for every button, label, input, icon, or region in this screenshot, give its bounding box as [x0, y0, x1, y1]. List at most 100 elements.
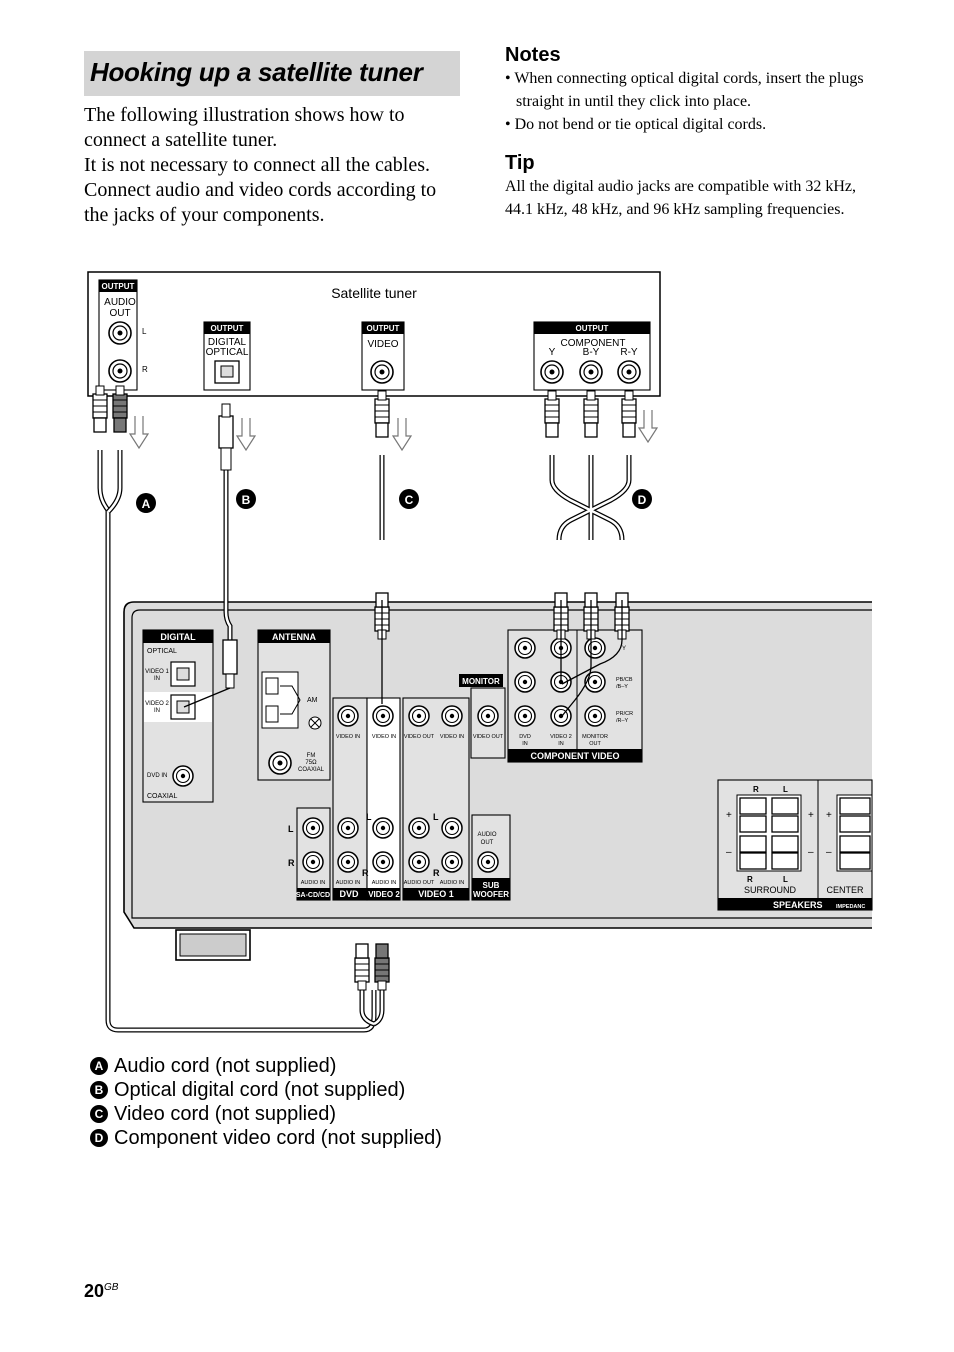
marker-a-badge: [136, 493, 156, 513]
l-label: L: [142, 327, 147, 336]
audio-cord-a-branch2-core: [360, 990, 375, 1026]
optical-cord-b-core: [224, 465, 232, 640]
marker-c-text: C: [405, 493, 414, 507]
output-tag: [534, 322, 650, 334]
video1-video-in-jack: [441, 705, 463, 727]
component-cord-d-core: [550, 455, 624, 541]
spk-plus-text: +: [808, 810, 814, 821]
video-in-text: VIDEO IN: [440, 734, 464, 740]
video1-text: VIDEO 1: [418, 889, 454, 899]
video1-audio-out-l-jack: [408, 817, 430, 839]
video-label: VIDEO: [367, 339, 398, 350]
speaker-terminal-slot: [839, 835, 871, 853]
receiver-inner-edge: [131, 609, 872, 919]
optical-jack-inner: [176, 667, 190, 681]
legend-item: D Component video cord (not supplied): [90, 1126, 442, 1150]
spk-plus-text: +: [826, 810, 832, 821]
dvd-pb-jack: [514, 671, 536, 693]
fm-jack: [268, 751, 292, 775]
monitor-video-out-jack: [477, 705, 499, 727]
page-number: 20GB: [84, 1281, 118, 1302]
optical-plug-b-top: [218, 415, 234, 449]
audio-out-label: OUT: [109, 308, 130, 319]
comp-monitor-text: OUT: [589, 741, 601, 747]
legend-text: Audio cord (not supplied): [114, 1055, 337, 1077]
output-text: OUTPUT: [576, 324, 609, 333]
speaker-terminal-slot: [739, 835, 767, 853]
spk-l-text: L: [783, 785, 788, 794]
sacd-audio-l-jack: [302, 817, 324, 839]
marker-d-badge: [632, 489, 652, 509]
component-label: COMPONENT: [561, 338, 626, 349]
spk-l-text: L: [783, 875, 788, 884]
spk-minus-text: –: [808, 847, 814, 858]
legend-marker-d: D: [90, 1129, 108, 1147]
video2-video-in-jack: [372, 705, 394, 727]
video-in-text: VIDEO IN: [336, 734, 360, 740]
video2-in-text: IN: [154, 708, 160, 714]
optical-b-pointer: [183, 687, 231, 708]
dvd-pr-jack: [514, 705, 536, 727]
antenna-text: ANTENNA: [272, 632, 316, 642]
digital-optical-label: OPTICAL: [206, 347, 249, 358]
optical-text: OPTICAL: [147, 648, 177, 655]
dvd-tag: [333, 888, 367, 900]
comp-pr-text: /R–Y: [616, 718, 629, 724]
video2-audio-r-jack: [372, 851, 394, 873]
sacd-tag: [297, 888, 330, 900]
optical-plug-b-boot: [220, 447, 232, 471]
optical-jack-inner: [176, 700, 190, 714]
comp-y-text: Y: [622, 646, 626, 652]
spk-minus-text: –: [726, 847, 732, 858]
audio-out-text: AUDIO OUT: [404, 880, 435, 886]
output-tag: [99, 280, 137, 292]
video1-in-text: VIDEO 1: [145, 669, 169, 675]
video-in-text: VIDEO IN: [372, 734, 396, 740]
output-text: OUTPUT: [211, 324, 244, 333]
notes-list: • When connecting optical digital cords,…: [505, 67, 885, 136]
component-d-pointer: [561, 600, 623, 685]
output-text: OUTPUT: [102, 282, 135, 291]
optical-jack-inner: [220, 365, 234, 378]
component-d-pointer: [561, 600, 592, 717]
dvd-in-text: DVD IN: [147, 773, 167, 779]
monitor-text: MONITOR: [462, 677, 500, 686]
video-out-text: VIDEO OUT: [473, 734, 504, 740]
subwoofer-jack: [477, 851, 499, 873]
comp-pb-text: /B–Y: [616, 684, 628, 690]
speaker-terminal-slot: [739, 815, 767, 833]
fm-text: FM: [307, 753, 316, 759]
tuner-label: Satellite tuner: [331, 285, 417, 301]
plug-a-r-receiver: [374, 943, 390, 991]
legend-text: Optical digital cord (not supplied): [114, 1079, 406, 1101]
subwoofer-tag: [472, 878, 510, 900]
audio-in-text: AUDIO IN: [372, 880, 396, 886]
speaker-terminal-slot: [839, 815, 871, 833]
speaker-terminal-slot: [739, 852, 767, 870]
notes-section: Notes • When connecting optical digital …: [505, 44, 885, 136]
comp-video2-text: IN: [558, 741, 564, 747]
audio-cord-a-branch3-core: [373, 990, 384, 1026]
am-text: AM: [307, 697, 318, 704]
woofer-text: WOOFER: [473, 890, 509, 899]
dvd-text: DVD: [339, 889, 359, 899]
audio-l-text: L: [433, 812, 439, 822]
audio-out-label: AUDIO: [104, 297, 136, 308]
fm-text: 75Ω: [305, 760, 317, 766]
by-label: B-Y: [583, 347, 600, 358]
audio-l-text: L: [366, 812, 372, 822]
insert-arrow-icon: [129, 415, 149, 449]
dvd-video-in-jack: [337, 705, 359, 727]
dvd-audio-l-jack: [337, 817, 359, 839]
dvd-y-jack: [514, 637, 536, 659]
marker-a-text: A: [142, 497, 151, 511]
output-tag: [204, 322, 250, 334]
legend-marker-a: A: [90, 1057, 108, 1075]
monitor-tag: [459, 674, 503, 687]
audio-r-text: R: [288, 858, 295, 868]
audio-in-text: AUDIO IN: [440, 880, 464, 886]
legend-marker-c: C: [90, 1105, 108, 1123]
am-terminal-line: [280, 685, 301, 715]
insert-arrow-icon: [392, 417, 412, 451]
video1-video-out-jack: [408, 705, 430, 727]
